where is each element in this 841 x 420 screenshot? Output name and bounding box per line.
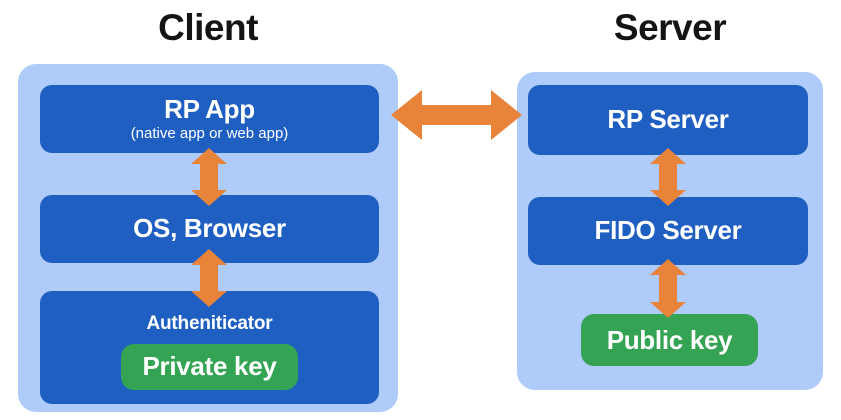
client-container: RP App (native app or web app) OS, Brows… [18, 64, 398, 412]
authenticator-label: Autheniticator [146, 313, 273, 334]
public-key-box: Public key [581, 314, 758, 366]
server-container: RP Server FIDO Server Public key [517, 72, 823, 390]
private-key-label: Private key [142, 351, 277, 382]
fido-server-label: FIDO Server [594, 215, 742, 246]
fidoserver-publickey-arrow-icon [650, 259, 686, 318]
os-browser-label: OS, Browser [133, 213, 286, 244]
rp-server-label: RP Server [607, 104, 729, 135]
rp-app-sublabel: (native app or web app) [130, 125, 289, 143]
osbrowser-authenticator-arrow-icon [191, 249, 227, 307]
rpapp-osbrowser-arrow-icon [191, 148, 227, 206]
public-key-label: Public key [606, 324, 733, 355]
rp-server-box: RP Server [528, 85, 808, 155]
authenticator-box: Autheniticator Private key [40, 291, 379, 404]
rp-app-label: RP App [164, 93, 255, 124]
client-server-arrow-icon [391, 90, 522, 140]
fido-server-box: FIDO Server [528, 197, 808, 265]
rp-app-box: RP App (native app or web app) [40, 85, 379, 153]
client-title: Client [158, 7, 258, 48]
rpserver-fidoserver-arrow-icon [650, 148, 686, 206]
private-key-box: Private key [121, 343, 298, 390]
server-title: Server [613, 7, 727, 48]
